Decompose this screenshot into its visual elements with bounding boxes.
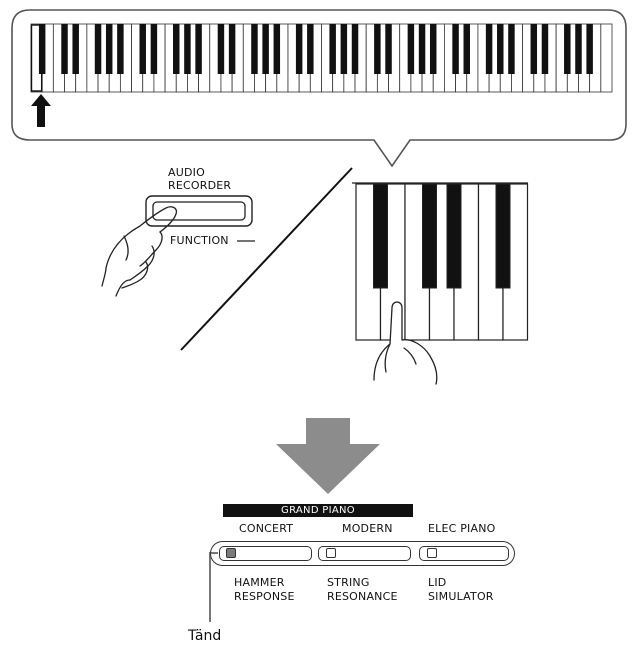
zoomed-black-key <box>373 183 388 289</box>
black-key <box>508 24 515 74</box>
lid-label: LID <box>428 576 447 589</box>
grand-piano-group-label: GRAND PIANO <box>223 504 413 517</box>
black-key <box>586 24 593 74</box>
black-key <box>374 24 381 74</box>
simulator-label: SIMULATOR <box>428 590 494 603</box>
audio-recorder-button[interactable] <box>152 201 246 221</box>
hammer-label: HAMMER <box>234 576 285 589</box>
black-key <box>541 24 549 74</box>
hand-pressing-button-icon <box>101 206 178 297</box>
black-key <box>94 24 102 74</box>
tone-button-panel <box>210 541 515 566</box>
concert-label: CONCERT <box>239 522 294 535</box>
black-key <box>307 24 314 74</box>
lowest-key-arrow-icon <box>31 94 51 127</box>
black-key <box>295 24 303 74</box>
black-key <box>273 24 281 74</box>
string-label: STRING <box>327 576 370 589</box>
black-key <box>228 24 236 74</box>
zoomed-black-key <box>446 183 462 289</box>
black-key <box>184 24 191 74</box>
lid-simulator-indicator <box>427 548 437 558</box>
black-key <box>485 24 493 74</box>
black-key <box>429 24 437 74</box>
black-key <box>217 24 225 74</box>
black-key <box>385 24 392 74</box>
black-key <box>564 24 571 74</box>
black-key <box>463 24 470 74</box>
full-keyboard <box>30 23 613 93</box>
black-key <box>575 24 582 74</box>
big-down-arrow-icon <box>276 418 380 494</box>
black-key <box>340 24 348 74</box>
function-label: FUNCTION <box>170 234 229 247</box>
black-key <box>452 24 459 74</box>
black-key <box>407 24 415 74</box>
recorder-label: RECORDER <box>168 179 232 192</box>
black-key <box>195 24 202 74</box>
black-key <box>351 24 359 74</box>
black-key <box>72 24 79 74</box>
modern-button[interactable] <box>318 546 411 561</box>
response-label: RESPONSE <box>234 590 295 603</box>
black-key <box>497 24 504 74</box>
finger-pressing-key-icon <box>373 301 438 385</box>
zoomed-keys <box>355 183 529 341</box>
black-key <box>61 24 68 74</box>
black-key <box>117 24 124 74</box>
lit-callout-label: Tänd <box>188 628 222 644</box>
black-key <box>139 24 146 74</box>
concert-button[interactable] <box>219 546 312 561</box>
black-key <box>329 24 336 74</box>
white-key <box>600 23 613 93</box>
modern-label: MODERN <box>342 522 393 535</box>
elec-piano-label: ELEC PIANO <box>428 522 496 535</box>
black-key <box>150 24 158 74</box>
string-resonance-indicator <box>326 548 336 558</box>
audio-label: AUDIO <box>168 166 205 179</box>
divider-line <box>180 167 353 351</box>
lowest-key-highlight <box>30 24 43 92</box>
hammer-response-indicator-lit <box>226 548 236 558</box>
zoomed-black-key <box>422 183 437 289</box>
black-key <box>105 24 113 74</box>
black-key <box>173 24 180 74</box>
black-key <box>530 24 538 74</box>
zoomed-black-key <box>495 183 511 289</box>
resonance-label: RESONANCE <box>327 590 398 603</box>
black-key <box>262 24 269 74</box>
black-key <box>251 24 258 74</box>
elec-piano-button[interactable] <box>419 546 509 561</box>
black-key <box>418 24 426 74</box>
